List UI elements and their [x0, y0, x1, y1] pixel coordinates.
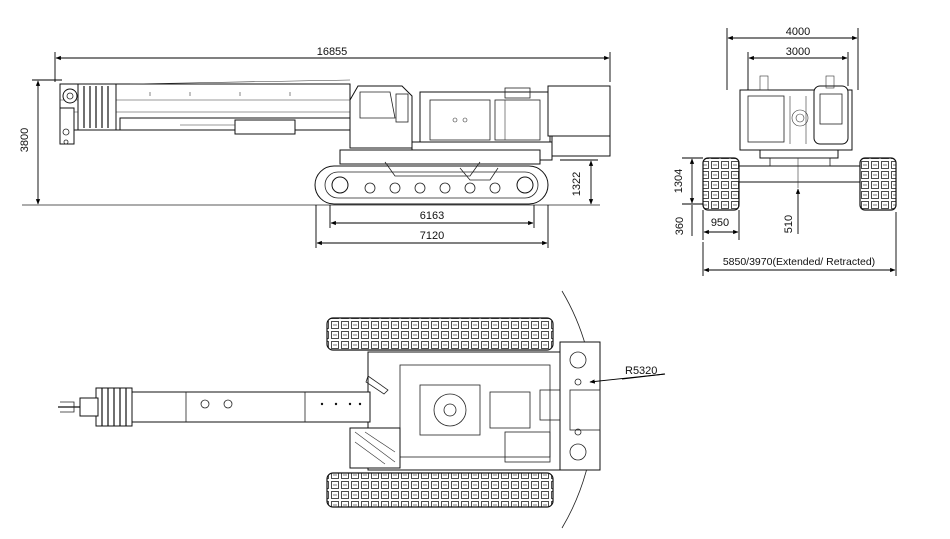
rear-track-left	[702, 157, 740, 211]
dim-tail-swing-radius: R5320	[589, 365, 666, 384]
dim-text-16855: 16855	[317, 46, 348, 58]
top-track-lower	[326, 472, 554, 508]
upperstructure	[411, 85, 611, 161]
dim-text-4000: 4000	[786, 26, 810, 38]
top-boom	[129, 375, 389, 423]
dim-text-1322: 1322	[571, 172, 583, 196]
dim-center-height: 510	[783, 188, 801, 234]
dim-text-r5320: R5320	[625, 365, 657, 377]
rear-carbody	[737, 165, 861, 183]
dim-tail-height: 1322	[560, 159, 598, 205]
dim-cab-width: 3000	[747, 46, 849, 90]
top-track-upper	[326, 317, 554, 351]
top-view: R5320	[58, 290, 666, 529]
top-upperstructure	[349, 351, 589, 471]
side-view: 16855 3800 1322 6163 7120	[19, 46, 611, 248]
dim-text-6163: 6163	[420, 210, 444, 222]
operator-cab	[349, 85, 413, 149]
boom-head	[59, 83, 117, 145]
dim-track-height: 1304	[673, 157, 703, 205]
dim-track-width: 950	[702, 210, 740, 240]
dim-text-360: 360	[674, 217, 686, 235]
top-counterweight	[559, 341, 601, 471]
rear-track-right	[859, 157, 897, 211]
dim-text-510: 510	[783, 215, 795, 233]
dim-upper-width: 4000	[726, 26, 859, 90]
counterweight	[547, 85, 611, 137]
dim-text-3000: 3000	[786, 46, 810, 58]
track-outer	[314, 165, 549, 205]
dim-track-outer: 7120	[315, 205, 549, 248]
dim-text-950: 950	[711, 217, 729, 229]
rear-counterweight	[813, 85, 849, 145]
dim-overall-length: 16855	[54, 46, 611, 82]
dim-text-3800: 3800	[19, 128, 31, 152]
dim-clearance: 360	[674, 205, 693, 236]
rear-view: 4000 3000 1304 360 950	[673, 26, 897, 276]
dim-track-gauge: 5850/3970(Extended/ Retracted)	[702, 212, 897, 276]
dim-text-1304: 1304	[673, 169, 685, 193]
top-boom-head	[58, 387, 133, 427]
dim-overall-height: 3800	[19, 79, 62, 205]
dim-text-7120: 7120	[420, 230, 444, 242]
dim-text-track-gauge: 5850/3970(Extended/ Retracted)	[723, 256, 875, 268]
dim-track-inner: 6163	[329, 205, 535, 228]
crawler-side	[314, 149, 549, 205]
